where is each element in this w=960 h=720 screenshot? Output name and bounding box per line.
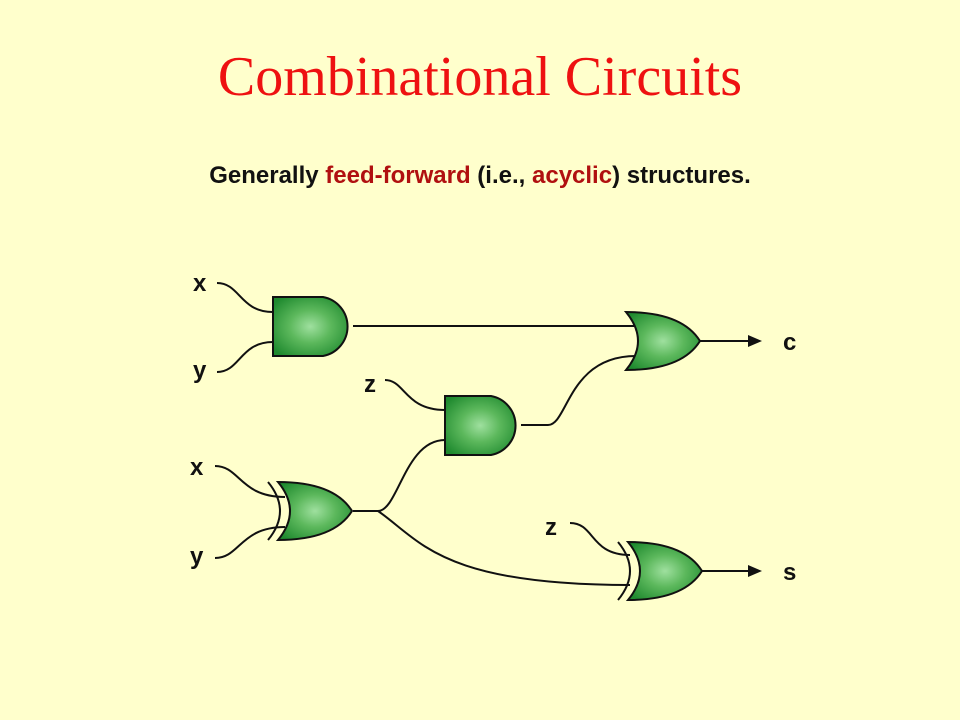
subtitle-text-1: Generally [209,162,326,189]
wire-xor1-to-and2 [377,439,446,512]
input-label-xor1-x: x [190,454,204,481]
output-label-s: s [783,559,796,586]
input-label-and2-z: z [364,371,376,398]
wire-xor1-y [214,526,286,559]
xor-gate-1 [275,480,354,542]
wire-xor2-z [569,522,631,556]
wire-and1-x [216,282,274,313]
wire-and2-to-or [521,355,637,426]
arrow-c-icon [748,335,762,347]
xor-gate-1-back-curve [267,481,281,541]
and-gate-2 [444,395,517,456]
slide-subtitle: Generally feed-forward (i.e., acyclic) s… [0,160,960,192]
subtitle-text-3: ) structures. [612,162,751,189]
xor-gate-2 [625,540,704,602]
and-gate-1 [272,296,349,357]
input-label-xor1-y: y [190,543,204,570]
input-label-and1-y: y [193,357,207,384]
input-label-and1-x: x [193,270,207,297]
input-label-xor2-z: z [545,514,557,541]
wire-xor1-to-xor2 [377,510,631,586]
slide-title: Combinational Circuits [217,46,743,108]
subtitle-highlight-acyclic: acyclic [532,162,613,189]
arrow-s-icon [748,565,762,577]
wire-xor1-x [214,465,286,498]
or-gate [623,310,702,372]
subtitle-text-2: (i.e., [470,162,532,189]
subtitle-highlight-feed-forward: feed-forward [325,162,471,189]
wire-and2-z [384,379,446,411]
output-label-c: c [783,329,796,356]
xor-gate-2-back-curve [617,541,631,601]
wire-and1-y [216,341,274,373]
